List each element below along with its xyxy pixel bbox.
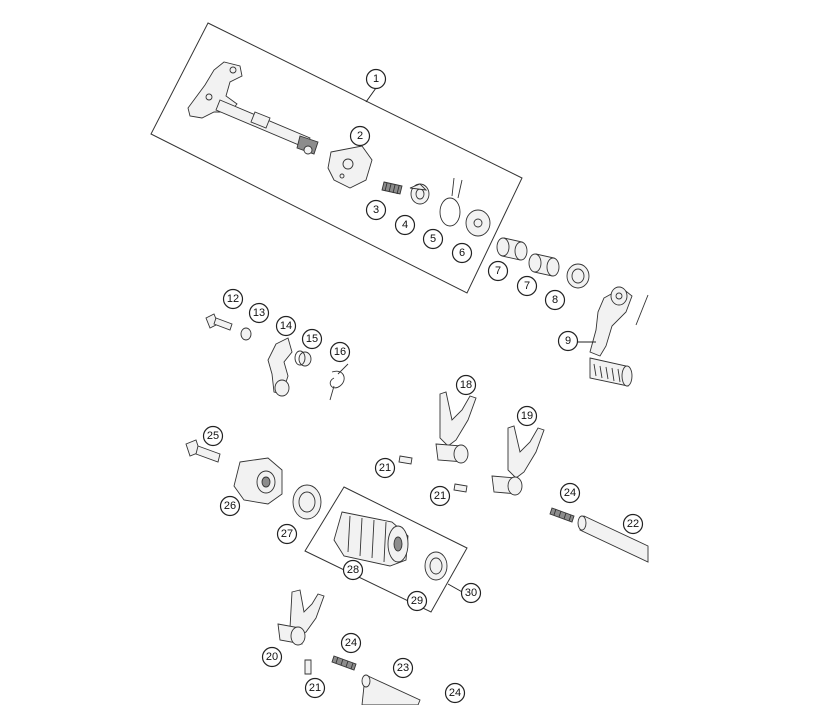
callout-8: 8 [544,289,566,311]
svg-text:21: 21 [309,682,321,694]
seal-ring-part [566,263,590,289]
shift-shaft-assembly-frame [150,22,523,294]
callout-12: 12 [222,288,244,310]
svg-text:24: 24 [345,637,357,649]
svg-text:27: 27 [281,528,293,540]
svg-text:5: 5 [430,233,436,245]
roller-part [294,350,312,367]
svg-text:28: 28 [347,564,359,576]
shift-fork-part-18 [435,391,477,464]
callout-27: 27 [276,523,298,545]
svg-text:3: 3 [373,204,379,216]
svg-text:13: 13 [253,307,265,319]
guide-plate-part [327,145,373,189]
frame-edge-right [635,294,649,326]
callout-1: 1 [365,68,387,90]
shift-drum-part [333,511,409,567]
svg-text:7: 7 [524,280,530,292]
svg-text:1: 1 [373,73,379,85]
callout-7a: 7 [487,260,509,282]
svg-text:24: 24 [449,687,461,699]
shift-gate-part [233,457,283,505]
guide-pin-part-b [453,483,468,493]
svg-text:7: 7 [495,265,501,277]
callout-21b: 21 [429,485,451,507]
svg-text:20: 20 [266,651,278,663]
svg-text:26: 26 [224,500,236,512]
callout-24a: 24 [559,482,581,504]
callout-28: 28 [342,559,364,581]
callout-15: 15 [301,328,323,350]
callout-19: 19 [516,405,538,427]
callout-4: 4 [394,214,416,236]
guide-rod-part-22 [577,515,649,563]
washer-part-13 [240,327,252,341]
callout-7b: 7 [516,275,538,297]
callout-3: 3 [365,199,387,221]
callout-26: 26 [219,495,241,517]
shift-lever-part [589,286,633,387]
spring-part-24a [549,507,575,523]
callout-30: 30 [460,582,482,604]
screw-part-12 [205,313,233,331]
spring-part-24b [331,655,357,671]
callout-24b: 24 [340,632,362,654]
svg-text:6: 6 [459,247,465,259]
needle-bearing-part-a [496,237,528,261]
callout-5: 5 [422,228,444,250]
callout-25: 25 [202,425,224,447]
guide-rod-part-23 [361,674,421,705]
shift-fork-part-19 [491,425,545,496]
callout-24c: 24 [444,682,466,704]
svg-text:22: 22 [627,518,639,530]
svg-text:25: 25 [207,430,219,442]
callout-22: 22 [622,513,644,535]
svg-text:24: 24 [564,487,576,499]
svg-text:21: 21 [434,490,446,502]
seal-part-27 [292,484,322,520]
callout-2: 2 [349,125,371,147]
svg-text:30: 30 [465,587,477,599]
guide-pin-part-c [304,659,312,675]
svg-text:2: 2 [357,130,363,142]
callout-13: 13 [248,302,270,324]
svg-text:29: 29 [411,595,423,607]
screw-part-25 [185,439,221,463]
bearing-part-29 [424,551,448,581]
callout-6: 6 [451,242,473,264]
shift-pawl-part [267,337,293,397]
svg-text:15: 15 [306,333,318,345]
callout-16: 16 [329,341,351,363]
svg-text:16: 16 [334,346,346,358]
shift-drum-assembly-frame [304,486,468,613]
needle-bearing-part-b [528,253,560,277]
svg-text:9: 9 [565,335,571,347]
svg-text:12: 12 [227,293,239,305]
svg-text:8: 8 [552,294,558,306]
small-spring-part [381,181,403,195]
callout-23: 23 [392,657,414,679]
svg-text:19: 19 [521,410,533,422]
svg-text:18: 18 [460,379,472,391]
guide-pin-part-a [398,455,413,465]
spring-clip-part [439,177,463,227]
shift-shaft-part [187,61,319,155]
bushing-part [409,183,430,205]
callout-9: 9 [557,330,579,352]
callout-14: 14 [275,315,297,337]
callout-29: 29 [406,590,428,612]
callout-18: 18 [455,374,477,396]
torsion-spring-part [329,363,349,401]
svg-text:21: 21 [379,462,391,474]
callout-20: 20 [261,646,283,668]
callout-21a: 21 [374,457,396,479]
shift-fork-part-20 [277,589,325,646]
callout-21c: 21 [304,677,326,699]
svg-text:23: 23 [397,662,409,674]
svg-text:4: 4 [402,219,408,231]
washer-part-6 [465,209,491,237]
svg-text:14: 14 [280,320,292,332]
